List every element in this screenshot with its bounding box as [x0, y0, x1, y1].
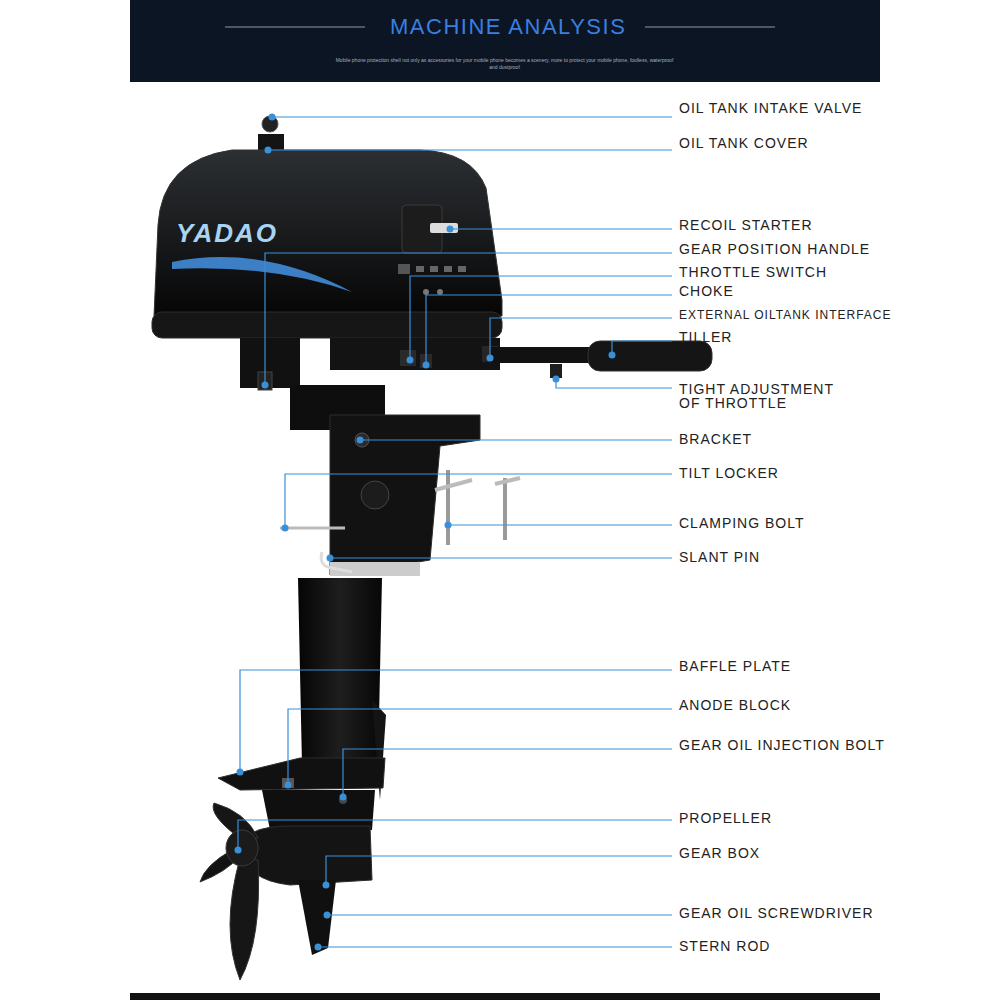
propeller — [200, 803, 259, 980]
header-rule — [225, 27, 365, 28]
mount-bracket — [280, 385, 520, 576]
leader-dot — [327, 555, 334, 562]
leader-dot — [487, 355, 494, 362]
part-label: OIL TANK INTAKE VALVE — [679, 99, 862, 117]
leader-line — [448, 524, 672, 525]
leader-dot — [553, 376, 560, 383]
leader-dot — [237, 769, 244, 776]
leader-dot — [445, 522, 452, 529]
leader-line — [265, 253, 672, 385]
leader-line — [238, 820, 672, 850]
leader-dot — [262, 382, 269, 389]
part-label: CLAMPING BOLT — [679, 514, 805, 532]
leader-dot — [315, 944, 322, 951]
leader-line — [360, 439, 672, 440]
leader-line — [240, 670, 672, 772]
part-label: BAFFLE PLATE — [679, 657, 791, 675]
leader-line — [490, 318, 672, 358]
part-label: GEAR BOX — [679, 844, 760, 862]
leader-dot — [324, 912, 331, 919]
leader-dot — [357, 437, 364, 444]
leader-line — [556, 379, 672, 388]
leader-dot — [282, 525, 289, 532]
leader-dot — [235, 847, 242, 854]
tiller-arm — [490, 341, 712, 378]
leader-line — [285, 474, 672, 528]
leader-line — [330, 557, 672, 558]
part-label: STERN ROD — [679, 937, 770, 955]
part-label: RECOIL STARTER — [679, 216, 813, 234]
part-label: TIGHT ADJUSTMENT OF THROTTLE — [679, 382, 854, 410]
leader-line — [327, 914, 672, 915]
leader-dot — [423, 362, 430, 369]
leader-line — [410, 276, 672, 360]
leader-line — [288, 709, 672, 785]
leader-line — [272, 116, 672, 117]
part-label: GEAR OIL SCREWDRIVER — [679, 904, 874, 922]
part-label: GEAR POSITION HANDLE — [679, 240, 870, 258]
part-label: EXTERNAL OILTANK INTERFACE — [679, 306, 891, 324]
part-label: PROPELLER — [679, 809, 772, 827]
part-label: BRACKET — [679, 430, 752, 448]
leader-dot — [407, 357, 414, 364]
part-label: SLANT PIN — [679, 548, 760, 566]
leader-line — [450, 228, 672, 229]
leader-dot — [285, 782, 292, 789]
leader-dot — [447, 226, 454, 233]
brand-logo: YADAO — [176, 218, 278, 248]
header-rule — [645, 27, 775, 28]
leader-line — [343, 749, 672, 797]
part-label: OIL TANK COVER — [679, 134, 809, 152]
leader-line — [326, 856, 672, 885]
leader-dot — [609, 352, 616, 359]
part-label: TILT LOCKER — [679, 464, 779, 482]
leader-line — [268, 149, 672, 150]
part-label: TILLER — [679, 328, 732, 346]
leader-dot — [323, 882, 330, 889]
leader-dot — [265, 147, 272, 154]
footer-band — [130, 993, 880, 1000]
part-label: ANODE BLOCK — [679, 696, 791, 714]
leader-dot — [269, 114, 276, 121]
header-band — [130, 0, 880, 82]
leader-line — [612, 341, 672, 355]
part-label: CHOKE — [679, 282, 734, 300]
leader-line — [318, 946, 672, 947]
part-label: GEAR OIL INJECTION BOLT — [679, 736, 885, 754]
part-label: THROTTLE SWITCH — [679, 263, 827, 281]
leader-dot — [340, 794, 347, 801]
page-title: MACHINE ANALYSIS — [390, 13, 626, 41]
header-subtitle: Mobile phone protection shell not only a… — [332, 57, 677, 71]
leader-line — [426, 295, 672, 365]
